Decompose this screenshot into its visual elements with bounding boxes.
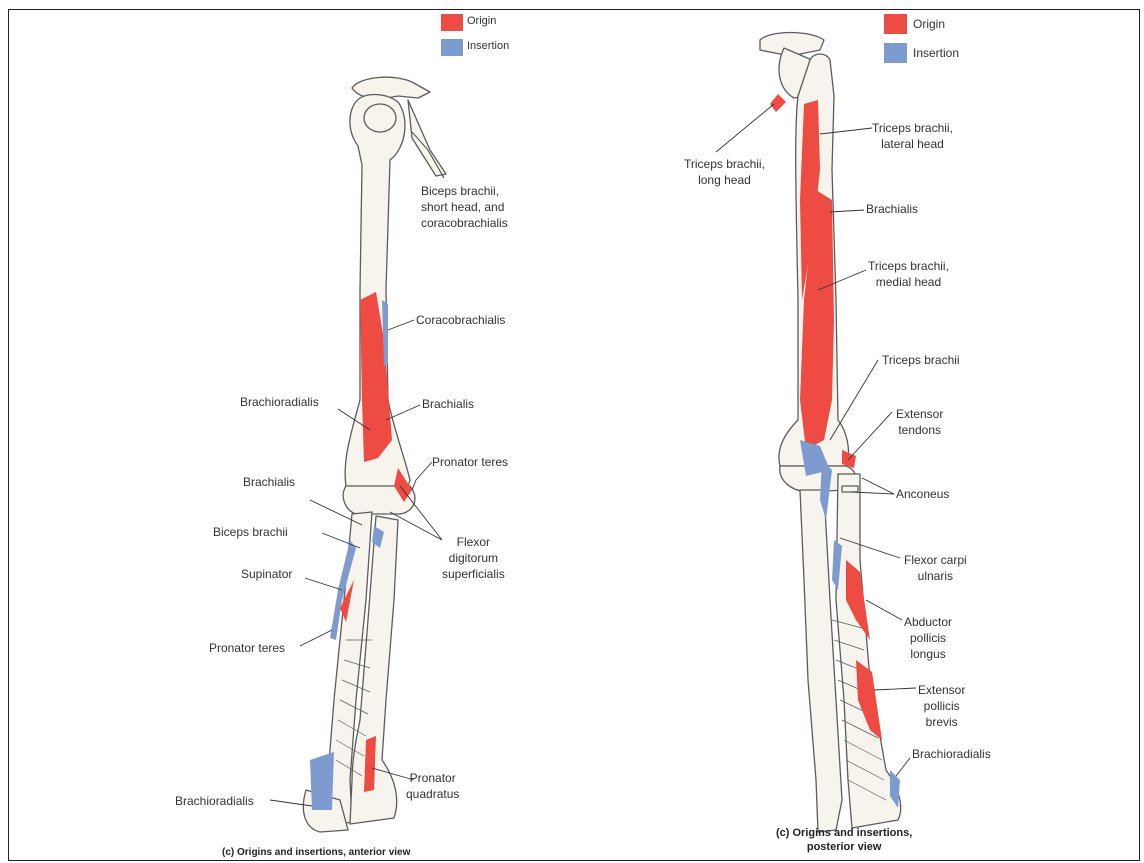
label-brachialis-insertion: Brachialis <box>243 474 295 490</box>
legend-insertion-swatch-anterior <box>441 39 463 56</box>
legend-origin-swatch-posterior <box>884 14 907 34</box>
legend-insertion-swatch-posterior <box>884 43 907 63</box>
label-anconeus: Anconeus <box>896 486 949 502</box>
legend-insertion-label-anterior: Insertion <box>467 40 509 52</box>
caption-anterior: (c) Origins and insertions, anterior vie… <box>222 846 410 860</box>
posterior-bones <box>760 33 901 833</box>
label-abductor-pollicis-longus: Abductor pollicis longus <box>904 614 952 662</box>
legend-origin-label-posterior: Origin <box>913 17 945 31</box>
label-triceps-long-head: Triceps brachii, long head <box>684 156 765 188</box>
label-pronator-teres-origin: Pronator teres <box>432 454 508 470</box>
legend-origin-swatch-anterior <box>441 14 463 31</box>
legend-insertion-label-posterior: Insertion <box>913 46 959 60</box>
label-coracobrachialis: Coracobrachialis <box>416 312 505 328</box>
label-brachioradialis-upper: Brachioradialis <box>240 394 319 410</box>
label-brachioradialis-lower: Brachioradialis <box>175 793 254 809</box>
label-extensor-tendons: Extensor tendons <box>896 406 943 438</box>
label-supinator: Supinator <box>241 566 292 582</box>
label-pronator-teres-insertion: Pronator teres <box>209 640 285 656</box>
label-pronator-quadratus: Pronator quadratus <box>406 770 459 802</box>
label-triceps-lateral-head: Triceps brachii, lateral head <box>872 120 953 152</box>
label-triceps-medial-head: Triceps brachii, medial head <box>868 258 949 290</box>
label-triceps-brachii: Triceps brachii <box>882 352 960 368</box>
label-brachialis: Brachialis <box>866 201 918 217</box>
label-biceps-brachii: Biceps brachii <box>213 524 288 540</box>
label-brachioradialis-posterior: Brachioradialis <box>912 746 991 762</box>
label-brachialis-origin: Brachialis <box>422 396 474 412</box>
label-flexor-carpi-ulnaris: Flexor carpi ulnaris <box>904 552 967 584</box>
legend-origin-label-anterior: Origin <box>467 15 496 27</box>
label-flexor-digitorum-superficialis: Flexor digitorum superficialis <box>442 534 505 582</box>
label-biceps-short-head: Biceps brachii, short head, and coracobr… <box>421 183 508 231</box>
caption-posterior: (c) Origins and insertions, posterior vi… <box>776 826 912 854</box>
label-extensor-pollicis-brevis: Extensor pollicis brevis <box>918 682 965 730</box>
